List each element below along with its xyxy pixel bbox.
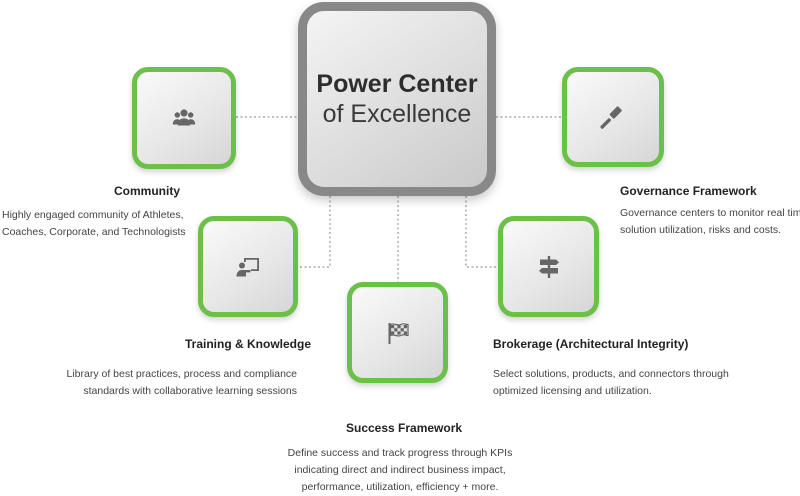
training-description-line: Library of best practices, process and c…: [66, 368, 297, 380]
governance-description-line: solution utilization, risks and costs.: [620, 224, 782, 236]
community-description-line: Highly engaged community of Athletes,: [2, 209, 184, 221]
community-description: Highly engaged community of Athletes, Co…: [2, 207, 186, 241]
center-subtitle: of Excellence: [322, 100, 472, 128]
people-icon: [172, 109, 196, 126]
connector-training: [298, 196, 331, 268]
training-tile: [198, 216, 298, 317]
governance-title: Governance Framework: [620, 184, 757, 198]
center-title: Power Center: [316, 70, 478, 98]
training-title: Training & Knowledge: [185, 337, 312, 351]
success-tile: [347, 282, 448, 383]
governance-tile: [562, 67, 664, 167]
community-tile: [132, 67, 236, 169]
signpost-icon: [538, 255, 559, 278]
success-description-line: Define success and track progress throug…: [287, 447, 513, 459]
brokerage-description: Select solutions, products, and connecto…: [493, 366, 729, 400]
brokerage-description-line: optimized licensing and utilization.: [493, 385, 652, 397]
governance-description: Governance centers to monitor real time …: [620, 205, 800, 239]
brokerage-description-line: Select solutions, products, and connecto…: [493, 368, 729, 380]
success-description: Define success and track progress throug…: [280, 445, 520, 496]
community-title: Community: [114, 184, 180, 198]
success-description-line: performance, utilization, efficiency + m…: [301, 481, 499, 493]
brokerage-title: Brokerage (Architectural Integrity): [493, 337, 689, 351]
training-description: Library of best practices, process and c…: [50, 366, 297, 400]
center-tile: Power Center of Excellence: [298, 2, 496, 196]
gavel-icon: [600, 106, 622, 129]
success-title: Success Framework: [346, 421, 463, 435]
brokerage-tile: [498, 216, 599, 317]
checkered-flag-icon: [388, 322, 409, 344]
success-description-line: indicating direct and indirect business …: [294, 464, 506, 476]
training-description-line: standards with collaborative learning se…: [83, 385, 297, 397]
connector-brokerage: [465, 196, 498, 268]
community-description-line: Coaches, Corporate, and Technologists: [2, 226, 186, 238]
presentation-icon: [236, 257, 259, 276]
governance-description-line: Governance centers to monitor real time: [620, 207, 800, 219]
